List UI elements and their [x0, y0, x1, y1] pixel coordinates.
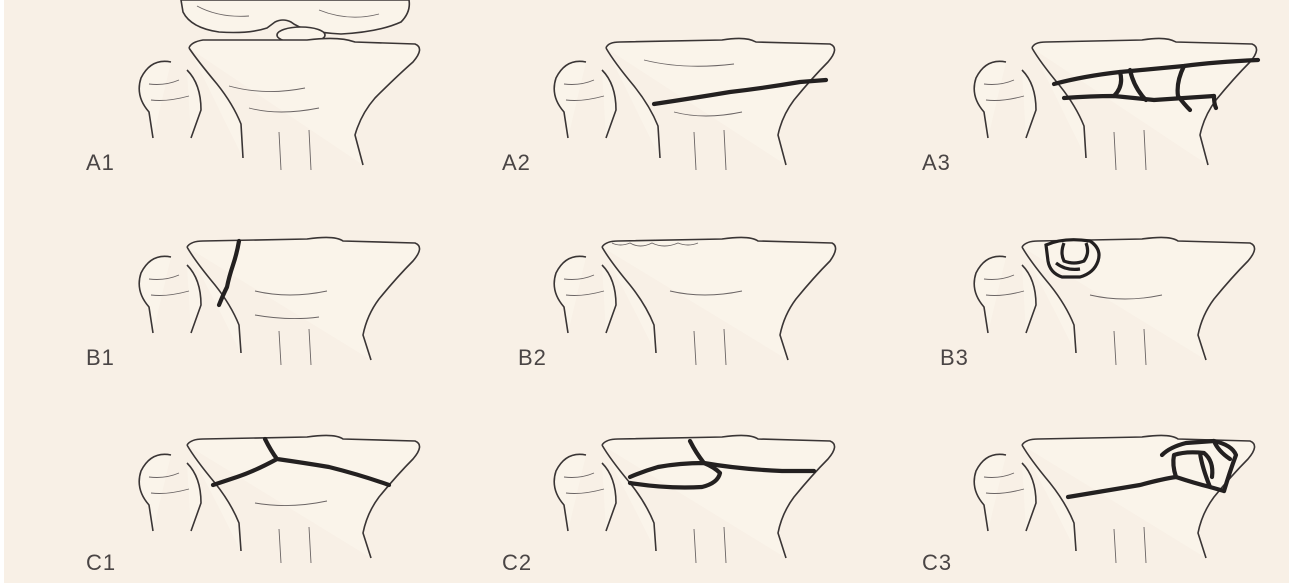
label-B3: B3 — [940, 345, 969, 371]
label-B1: B1 — [86, 345, 115, 371]
label-A3: A3 — [922, 150, 951, 176]
tibia-drawing-B1 — [79, 195, 439, 380]
tibia-drawing-B2 — [494, 195, 854, 380]
panel-A3 — [914, 0, 1274, 185]
label-A1: A1 — [86, 150, 115, 176]
panel-A2 — [494, 0, 854, 185]
tibia-drawing-A3 — [914, 0, 1274, 185]
label-C3: C3 — [922, 550, 952, 576]
label-C2: C2 — [502, 550, 532, 576]
label-B2: B2 — [518, 345, 547, 371]
label-A2: A2 — [502, 150, 531, 176]
tibia-drawing-C1 — [79, 393, 439, 578]
panel-B1 — [79, 195, 439, 380]
panel-C3 — [914, 393, 1274, 578]
fracture-classification-figure: A1 A2 A3 B1 — [4, 0, 1289, 583]
fracture-line-A3-lower — [1064, 96, 1214, 100]
panel-C1 — [79, 393, 439, 578]
label-C1: C1 — [86, 550, 116, 576]
tibia-drawing-C2 — [494, 393, 854, 578]
panel-A1 — [79, 0, 439, 185]
tibia-drawing-A1 — [79, 0, 439, 185]
tibia-drawing-A2 — [494, 0, 854, 185]
panel-B2 — [494, 195, 854, 380]
panel-C2 — [494, 393, 854, 578]
tibia-drawing-C3 — [914, 393, 1274, 578]
